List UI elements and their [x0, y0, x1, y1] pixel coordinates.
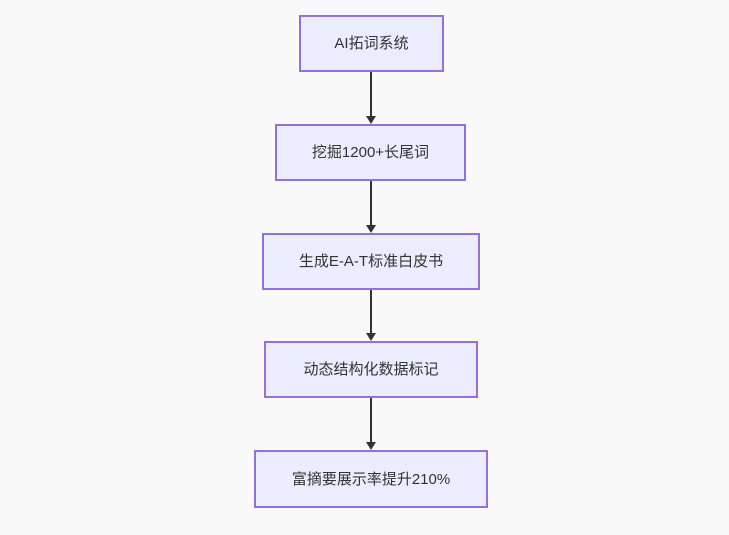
- flow-arrow-2: [366, 181, 376, 233]
- flow-node-ai-keyword-system: AI拓词系统: [299, 15, 444, 72]
- flow-arrow-3: [366, 290, 376, 341]
- flow-node-rich-snippet-result: 富摘要展示率提升210%: [254, 450, 488, 508]
- flow-node-label: 挖掘1200+长尾词: [311, 144, 430, 161]
- arrowhead-down-icon: [366, 442, 376, 450]
- flow-node-eat-whitepaper: 生成E-A-T标准白皮书: [262, 233, 480, 290]
- arrowhead-down-icon: [366, 333, 376, 341]
- arrowhead-down-icon: [366, 116, 376, 124]
- arrowhead-down-icon: [366, 225, 376, 233]
- arrow-line: [370, 181, 372, 225]
- flow-arrow-4: [366, 398, 376, 450]
- flow-node-label: 生成E-A-T标准白皮书: [298, 253, 444, 270]
- flow-node-label: 动态结构化数据标记: [303, 361, 439, 378]
- flow-node-label: AI拓词系统: [334, 35, 409, 52]
- flow-arrow-1: [366, 72, 376, 124]
- arrow-line: [370, 72, 372, 116]
- flow-node-label: 富摘要展示率提升210%: [291, 470, 451, 488]
- flow-node-structured-data-markup: 动态结构化数据标记: [264, 341, 478, 398]
- flow-node-longtail-mining: 挖掘1200+长尾词: [275, 124, 466, 181]
- arrow-line: [370, 290, 372, 333]
- arrow-line: [370, 398, 372, 442]
